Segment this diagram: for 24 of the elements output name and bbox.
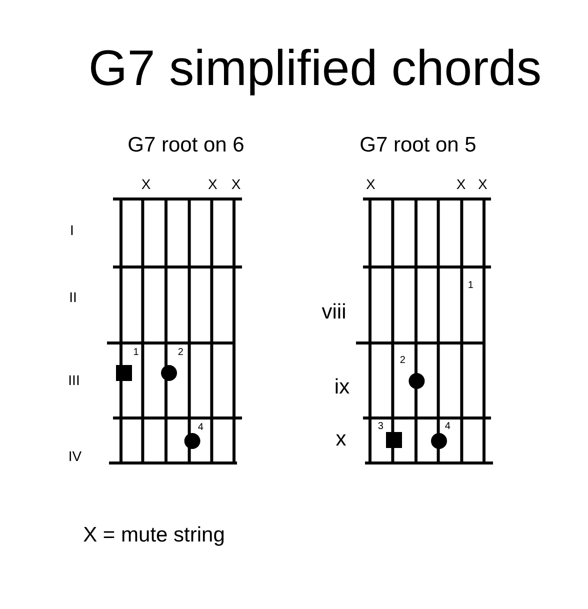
mute-mark: X [208, 177, 218, 191]
finger-number: 2 [400, 356, 406, 366]
mute-mark: X [456, 177, 466, 191]
finger-number: 3 [378, 422, 384, 432]
finger-number: 4 [444, 422, 450, 432]
mute-mark: X [231, 177, 241, 191]
finger-number: 2 [178, 348, 184, 358]
finger-number: 1 [468, 281, 474, 291]
fret-number: I [70, 223, 74, 237]
mute-mark: X [366, 177, 376, 191]
fret-number: II [69, 290, 77, 304]
mute-mark: X [141, 177, 151, 191]
key-note: X = mute string [83, 524, 225, 546]
finger-number: 1 [133, 348, 139, 358]
fret-number: IV [68, 449, 82, 463]
fret-number: III [68, 373, 80, 387]
diagram-title: G7 simplified chords [88, 43, 542, 93]
chord-title: G7 root on 6 [128, 134, 244, 156]
fret-number: viii [322, 302, 346, 322]
mute-mark: X [478, 177, 488, 191]
fret-number: ix [334, 376, 350, 398]
finger-number: 4 [198, 423, 204, 433]
fret-number: x [336, 428, 346, 450]
chord-title: G7 root on 5 [360, 134, 476, 156]
